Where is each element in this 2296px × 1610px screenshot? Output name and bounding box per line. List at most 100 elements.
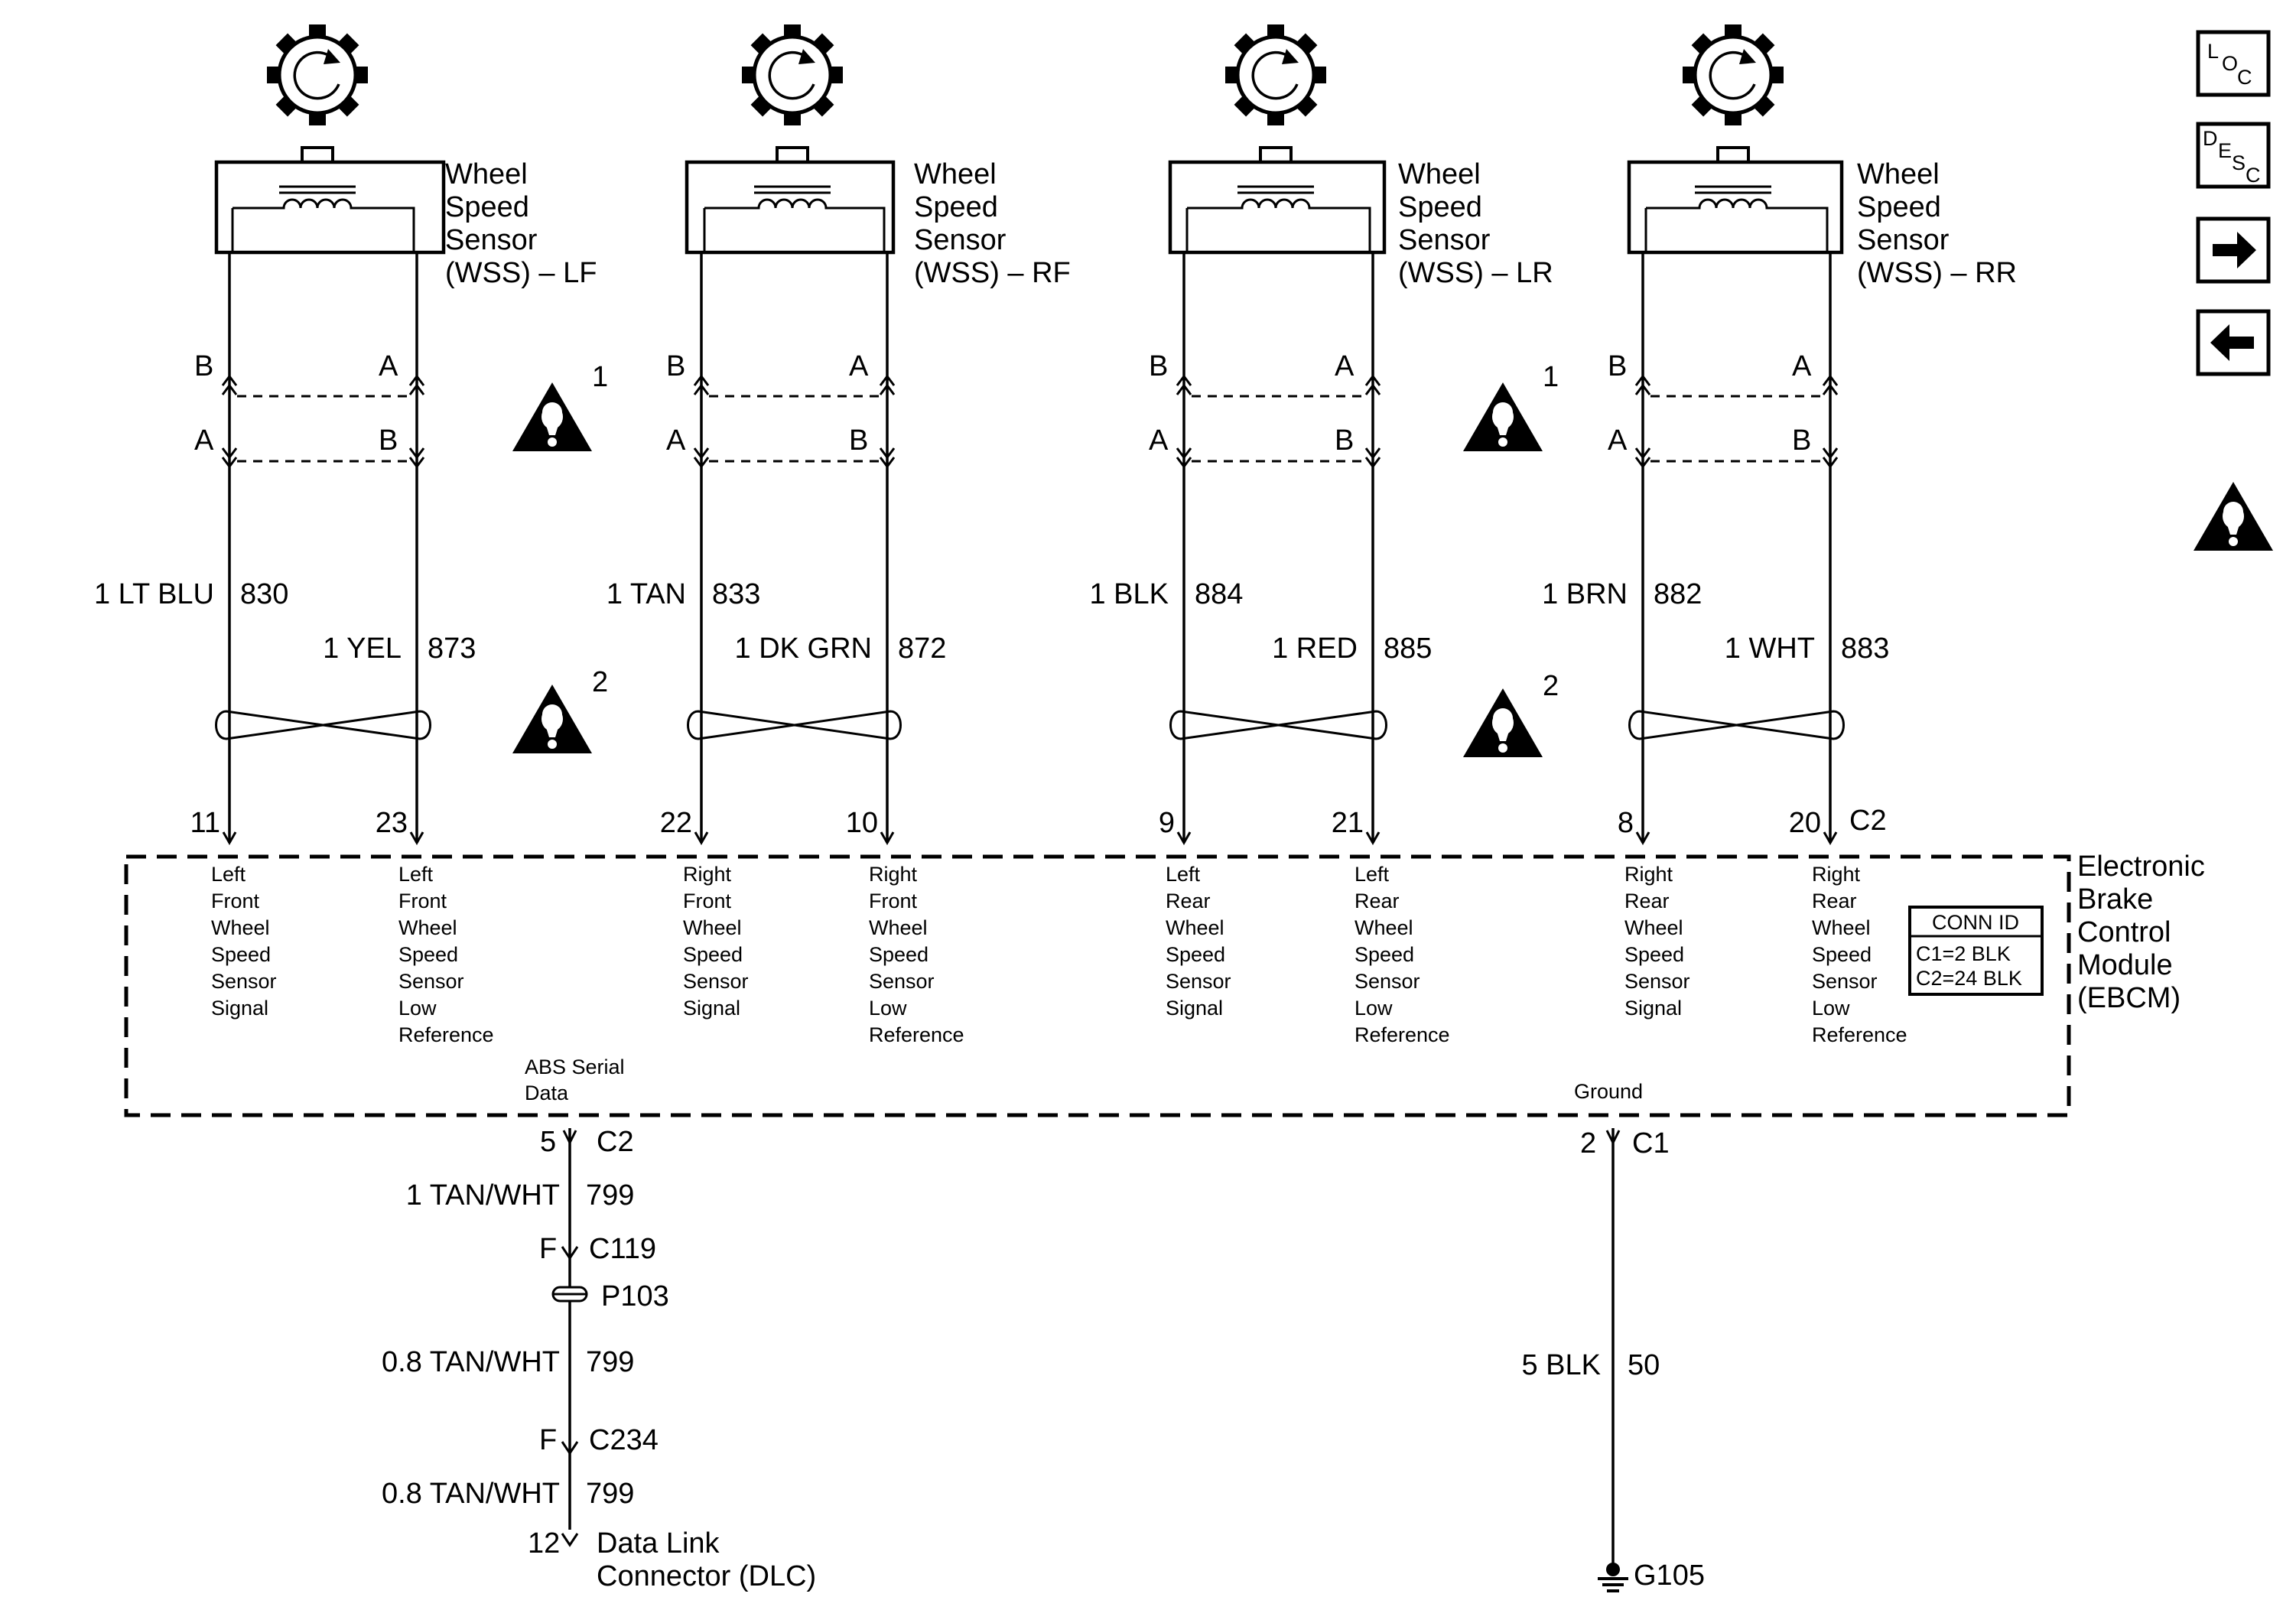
connector-pin-letter: B <box>1335 424 1354 457</box>
connector-pin-letter: A <box>666 424 686 457</box>
caution-button[interactable] <box>2194 482 2273 551</box>
data-wire3-circuit: 799 <box>586 1478 634 1510</box>
signal-label: Signal <box>211 997 268 1020</box>
signal-label: Rear <box>1355 890 1400 912</box>
signal-label: Sensor <box>211 970 277 993</box>
wire-circuit: 882 <box>1654 578 1702 610</box>
connector-pin-letter: A <box>849 350 869 382</box>
module-name-line: Brake <box>2077 883 2153 916</box>
data-wire1-circuit: 799 <box>586 1179 634 1212</box>
signal-label: Speed <box>1355 943 1414 966</box>
tone-wheel-icon <box>1225 24 1326 125</box>
conn-id-box: CONN ID C1=2 BLK C2=24 BLK <box>1908 906 2044 996</box>
ground-wire-circuit: 50 <box>1628 1349 1660 1381</box>
abs-serial-label: Data <box>525 1081 569 1104</box>
wire-gauge: 1 DK GRN <box>735 633 872 665</box>
loc-button[interactable]: L O C <box>2196 30 2271 97</box>
signal-label: Left <box>1355 863 1390 886</box>
sensor-name-line: Speed <box>1398 191 1482 223</box>
arrow-left-icon <box>2210 324 2254 361</box>
connector-pin-letter: A <box>1792 350 1812 382</box>
loc-letter: L <box>2207 40 2219 63</box>
twisted-pair-icon <box>687 710 902 740</box>
data-wire1-gauge: 1 TAN/WHT <box>406 1179 560 1212</box>
module-name-line: Electronic <box>2077 851 2205 883</box>
module-name-line: Module <box>2077 949 2173 981</box>
data-wire2-circuit: 799 <box>586 1346 634 1378</box>
signal-label: Right <box>869 863 918 886</box>
signal-label: Speed <box>211 943 271 966</box>
sensor-name-line: (WSS) – RR <box>1857 257 2017 289</box>
signal-label: Sensor <box>869 970 935 993</box>
wire-circuit: 873 <box>428 633 476 665</box>
arrow-right-icon <box>2213 232 2256 268</box>
signal-label: Reference <box>1355 1023 1450 1046</box>
signal-label: Wheel <box>398 916 457 939</box>
caution-number: 1 <box>1543 361 1559 393</box>
signal-label: Right <box>683 863 732 886</box>
wire-gauge: 1 BLK <box>1089 578 1169 610</box>
ground-name: G105 <box>1634 1560 1705 1592</box>
dlc-label: Connector (DLC) <box>597 1560 816 1592</box>
tone-wheel-icon <box>267 24 368 125</box>
signal-label: Sensor <box>1624 970 1690 993</box>
signal-label: Front <box>398 890 447 912</box>
desc-button[interactable]: D E S C <box>2196 122 2271 189</box>
desc-letter: S <box>2232 151 2246 174</box>
connector-pin-letter: B <box>1149 350 1168 382</box>
signal-label: Sensor <box>398 970 464 993</box>
wire-circuit: 884 <box>1195 578 1243 610</box>
ecu-pin-number: 11 <box>190 807 220 839</box>
sensor-name-line: Wheel <box>1857 158 1940 190</box>
caution-icon <box>512 685 592 753</box>
connector-pin-letter: B <box>1608 350 1627 382</box>
back-button[interactable] <box>2196 309 2271 376</box>
ecu-pin-number: 20 <box>1789 807 1821 839</box>
signal-label: Sensor <box>1355 970 1420 993</box>
sensor-name-line: Wheel <box>914 158 997 190</box>
sensor-name-line: Speed <box>1857 191 1941 223</box>
signal-label: Reference <box>1812 1023 1907 1046</box>
c119-label: C119 <box>589 1233 656 1265</box>
data-wire3-gauge: 0.8 TAN/WHT <box>382 1478 560 1510</box>
loc-letter: C <box>2237 66 2252 89</box>
connector-pin-letter: B <box>666 350 685 382</box>
ecu-pin-number: 23 <box>376 807 408 839</box>
signal-label: Rear <box>1166 890 1211 912</box>
sensor-name-line: Wheel <box>1398 158 1481 190</box>
sensor-name-line: Wheel <box>445 158 528 190</box>
signal-label: Speed <box>869 943 928 966</box>
ecu-pin-number: 21 <box>1332 807 1364 839</box>
signal-label: Reference <box>398 1023 494 1046</box>
signal-label: Speed <box>1624 943 1684 966</box>
splice-label: P103 <box>601 1280 669 1312</box>
sensor-name-line: Sensor <box>1857 224 1950 256</box>
desc-letter: E <box>2218 139 2232 162</box>
coil-icon <box>1185 185 1371 252</box>
signal-label: Wheel <box>1812 916 1871 939</box>
caution-number: 1 <box>592 361 608 393</box>
signal-label: Low <box>869 997 907 1020</box>
sensor-name-line: (WSS) – LF <box>445 257 597 289</box>
sensor-name-line: Sensor <box>1398 224 1491 256</box>
splice-p103 <box>551 1286 588 1303</box>
signal-label: Signal <box>1166 997 1223 1020</box>
module-name-line: Control <box>2077 916 2171 948</box>
sensor-name-line: Sensor <box>914 224 1007 256</box>
signal-label: Wheel <box>211 916 270 939</box>
twisted-pair-icon <box>1628 710 1845 740</box>
signal-label: Left <box>398 863 434 886</box>
connector-pin-letter: A <box>194 424 214 457</box>
ground-wire-gauge: 5 BLK <box>1521 1349 1601 1381</box>
forward-button[interactable] <box>2196 216 2271 284</box>
desc-letter: C <box>2246 164 2261 187</box>
connector-pin-letter: B <box>194 350 213 382</box>
wire-gauge: 1 LT BLU <box>94 578 214 610</box>
loc-letter: O <box>2222 52 2238 75</box>
ecu-pin-number: 10 <box>846 807 878 839</box>
coil-icon <box>1644 185 1829 252</box>
wire-circuit: 872 <box>898 633 946 665</box>
c234-pin: F <box>539 1424 557 1456</box>
